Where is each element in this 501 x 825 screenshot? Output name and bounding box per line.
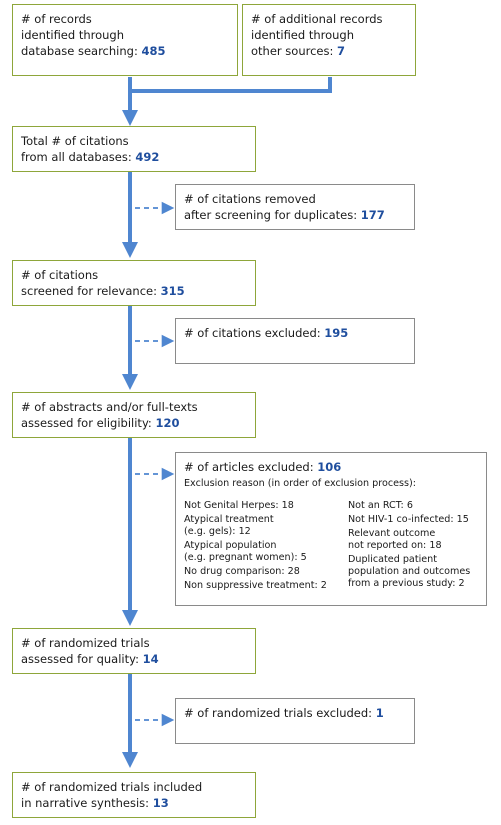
box2-line2: identified through [251, 28, 355, 42]
reason-left-6: Non suppressive treatment: 2 [184, 580, 327, 591]
exclusion-reasons-left: Not Genital Herpes: 18 Atypical treatmen… [184, 500, 336, 592]
box-screened-relevance: # of citations screened for relevance: 3… [12, 260, 256, 306]
box2-line3: other sources: [251, 44, 334, 58]
reason-right-0: Not an RCT: 6 [348, 500, 413, 511]
reason-left-3: Atypical population [184, 540, 277, 551]
box9-line2: assessed for quality: [21, 652, 139, 666]
exclusion-reasons-right: Not an RCT: 6 Not HIV-1 co-infected: 15 … [348, 500, 484, 590]
box4-count: 177 [360, 208, 385, 222]
reason-left-4: (e.g. pregnant women): 5 [184, 552, 307, 563]
box-records-other-sources: # of additional records identified throu… [242, 4, 416, 76]
box2-count: 7 [337, 44, 346, 58]
box6-count: 195 [324, 326, 349, 340]
box7-line2: assessed for eligibility: [21, 416, 152, 430]
box-citations-excluded: # of citations excluded: 195 [175, 318, 415, 364]
box8-count: 106 [317, 460, 342, 474]
reason-right-2: Relevant outcome [348, 528, 436, 539]
box5-line2-row: screened for relevance: 315 [21, 283, 247, 299]
reason-left-0: Not Genital Herpes: 18 [184, 500, 294, 511]
box7-line2-row: assessed for eligibility: 120 [21, 415, 247, 431]
box-articles-excluded: # of articles excluded: 106 Exclusion re… [175, 452, 487, 606]
box11-line2: in narrative synthesis: [21, 796, 150, 810]
box2-line1: # of additional records [251, 12, 383, 26]
reason-right-3: not reported on: 18 [348, 540, 442, 551]
box9-count: 14 [142, 652, 159, 666]
box3-line2: from all databases: [21, 150, 132, 164]
box-records-database: # of records identified through database… [12, 4, 238, 76]
reason-right-6: from a previous study: 2 [348, 578, 465, 589]
box1-line3-row: database searching: 485 [21, 43, 229, 59]
box-trials-excluded: # of randomized trials excluded: 1 [175, 698, 415, 744]
box-trials-included: # of randomized trials included in narra… [12, 772, 256, 818]
box3-line2-row: from all databases: 492 [21, 149, 247, 165]
reason-left-2: (e.g. gels): 12 [184, 526, 251, 537]
box-assessed-quality: # of randomized trials assessed for qual… [12, 628, 256, 674]
box7-line1: # of abstracts and/or full-texts [21, 400, 198, 414]
reason-right-1: Not HIV-1 co-infected: 15 [348, 514, 469, 525]
box10-line1-row: # of randomized trials excluded: 1 [184, 705, 406, 721]
box4-line2-row: after screening for duplicates: 177 [184, 207, 406, 223]
box10-count: 1 [375, 706, 384, 720]
box6-line1: # of citations excluded: [184, 326, 321, 340]
box3-line1: Total # of citations [21, 134, 129, 148]
box4-line2: after screening for duplicates: [184, 208, 358, 222]
reason-left-5: No drug comparison: 28 [184, 566, 300, 577]
box2-line3-row: other sources: 7 [251, 43, 407, 59]
box5-line2: screened for relevance: [21, 284, 157, 298]
box-total-citations: Total # of citations from all databases:… [12, 126, 256, 172]
box7-count: 120 [155, 416, 180, 430]
box-assessed-eligibility: # of abstracts and/or full-texts assesse… [12, 392, 256, 438]
box11-line1: # of randomized trials included [21, 780, 203, 794]
box1-line2: identified through [21, 28, 125, 42]
box10-line1: # of randomized trials excluded: [184, 706, 373, 720]
box4-line1: # of citations removed [184, 192, 316, 206]
box1-count: 485 [141, 44, 166, 58]
box11-line2-row: in narrative synthesis: 13 [21, 795, 247, 811]
box3-count: 492 [135, 150, 160, 164]
box5-line1: # of citations [21, 268, 99, 282]
reason-right-4: Duplicated patient [348, 554, 437, 565]
box1-line1: # of records [21, 12, 92, 26]
reason-right-5: population and outcomes [348, 566, 471, 577]
box1-line3: database searching: [21, 44, 138, 58]
box-duplicates-removed: # of citations removed after screening f… [175, 184, 415, 230]
box9-line1: # of randomized trials [21, 636, 150, 650]
box8-line1-row: # of articles excluded: 106 [184, 459, 478, 475]
exclusion-reason-title: Exclusion reason (in order of exclusion … [184, 478, 417, 489]
box5-count: 315 [160, 284, 185, 298]
box8-line1: # of articles excluded: [184, 460, 314, 474]
reason-left-1: Atypical treatment [184, 514, 274, 525]
box11-count: 13 [152, 796, 169, 810]
box6-line1-row: # of citations excluded: 195 [184, 325, 406, 341]
box9-line2-row: assessed for quality: 14 [21, 651, 247, 667]
